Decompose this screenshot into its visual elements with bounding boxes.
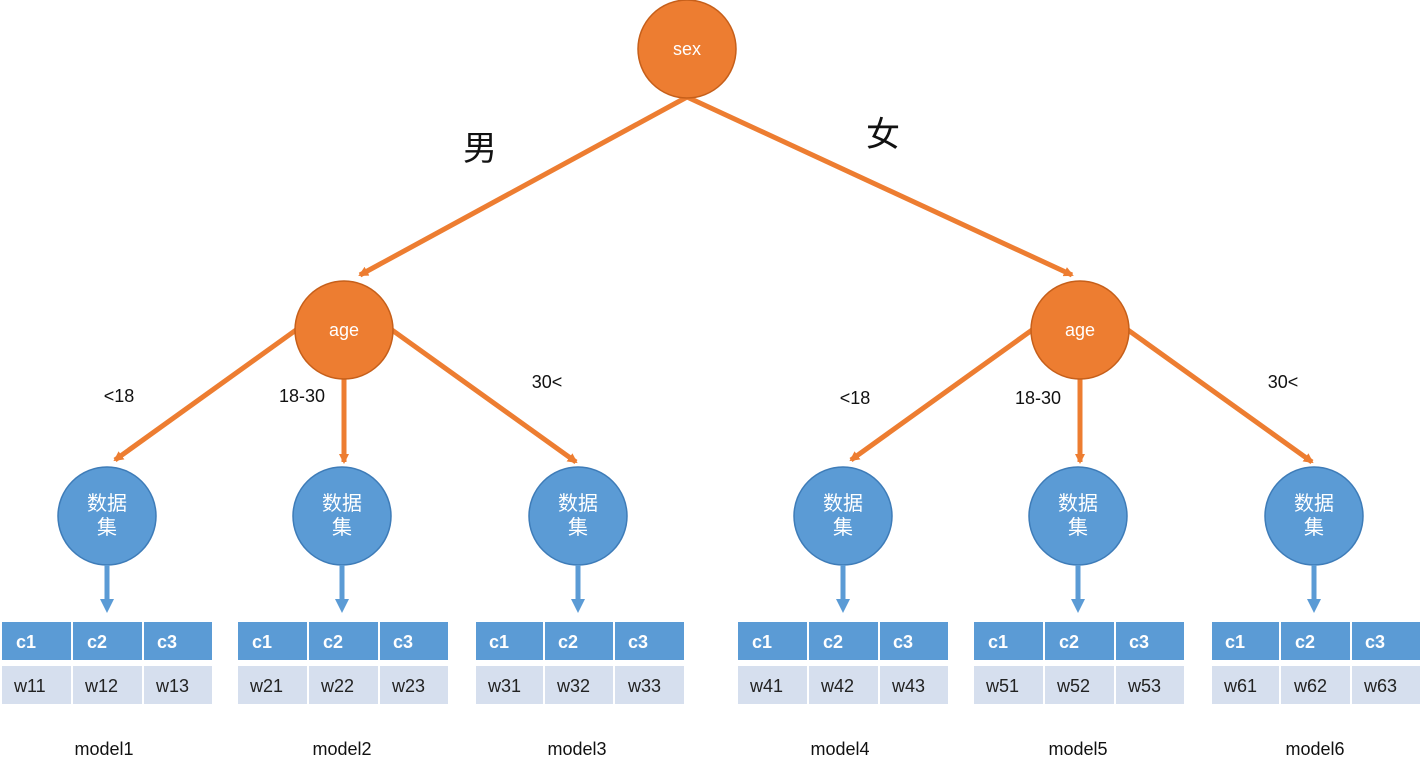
dataset-node-2: 数据 集 <box>292 466 392 566</box>
edge-root-to-age-left <box>358 94 689 278</box>
weights-table-2: c1 c2 c3 w21 w22 w23 <box>238 622 448 704</box>
dataset-4-label-line1: 数据 <box>823 491 863 515</box>
dataset-6-label-line1: 数据 <box>1294 491 1334 515</box>
table-6-header-c1: c1 <box>1225 632 1245 652</box>
table-3-cell-1: w31 <box>487 676 521 696</box>
dataset-2-label-line1: 数据 <box>322 491 362 515</box>
dataset-1-label-line2: 集 <box>97 515 117 539</box>
table-2-header-c3: c3 <box>393 632 413 652</box>
model-label-2: model2 <box>312 739 371 759</box>
dataset-3-label-line2: 集 <box>568 515 588 539</box>
table-2-cell-2: w22 <box>320 676 354 696</box>
root-node: sex <box>637 0 737 99</box>
root-edges <box>358 94 1074 278</box>
table-3-header-c2: c2 <box>558 632 578 652</box>
table-4-header-c3: c3 <box>893 632 913 652</box>
table-2-header-c2: c2 <box>323 632 343 652</box>
dataset-node-5: 数据 集 <box>1028 466 1128 566</box>
model-label-1: model1 <box>74 739 133 759</box>
table-3-cell-3: w33 <box>627 676 661 696</box>
table-6-header-c3: c3 <box>1365 632 1385 652</box>
table-1-cell-1: w11 <box>13 676 46 696</box>
table-6-cell-2: w62 <box>1293 676 1327 696</box>
dataset-1-label-line1: 数据 <box>87 491 127 515</box>
weights-table-5: c1 c2 c3 w51 w52 w53 <box>974 622 1184 704</box>
branch-right: <18 18-30 30< age 数据 集 c1 c2 c3 w41 w42 … <box>738 280 1420 759</box>
table-5-header-c1: c1 <box>988 632 1008 652</box>
weights-table-6: c1 c2 c3 w61 w62 w63 <box>1212 622 1420 704</box>
dataset-6-label-line2: 集 <box>1304 515 1324 539</box>
model-label-5: model5 <box>1048 739 1107 759</box>
table-2-header-c1: c1 <box>252 632 272 652</box>
edge-root-to-age-right <box>685 94 1074 278</box>
table-2-cell-3: w23 <box>391 676 425 696</box>
table-4-header-c1: c1 <box>752 632 772 652</box>
edge-label-left-gt30: 30< <box>532 372 563 392</box>
table-6-cell-1: w61 <box>1223 676 1257 696</box>
edge-label-right-gt30: 30< <box>1268 372 1299 392</box>
table-5-header-c3: c3 <box>1129 632 1149 652</box>
table-1-cell-2: w12 <box>84 676 118 696</box>
dataset-node-3: 数据 集 <box>528 466 628 566</box>
table-4-cell-2: w42 <box>820 676 854 696</box>
gender-label-right: 女 <box>866 115 900 155</box>
weights-table-3: c1 c2 c3 w31 w32 w33 <box>476 622 684 704</box>
table-4-cell-3: w43 <box>891 676 925 696</box>
model-label-6: model6 <box>1285 739 1344 759</box>
table-3-header-c3: c3 <box>628 632 648 652</box>
dataset-node-4: 数据 集 <box>793 466 893 566</box>
edge-label-right-18-30: 18-30 <box>1015 388 1061 408</box>
table-6-header-c2: c2 <box>1295 632 1315 652</box>
edge-label-left-lt18: <18 <box>104 386 135 406</box>
table-3-header-c1: c1 <box>489 632 509 652</box>
model-label-4: model4 <box>810 739 869 759</box>
dataset-5-label-line1: 数据 <box>1058 491 1098 515</box>
table-5-cell-1: w51 <box>985 676 1019 696</box>
dataset-2-label-line2: 集 <box>332 515 352 539</box>
edge-right-lt18 <box>849 327 1034 463</box>
edge-left-gt30 <box>390 327 578 465</box>
table-1-cell-3: w13 <box>155 676 189 696</box>
age-node-left: age <box>294 280 394 380</box>
age-node-right: age <box>1030 280 1130 380</box>
weights-table-1: c1 c2 c3 w11 w12 w13 <box>2 622 212 704</box>
root-node-label: sex <box>673 39 701 59</box>
dataset-3-label-line1: 数据 <box>558 491 598 515</box>
weights-table-4: c1 c2 c3 w41 w42 w43 <box>738 622 948 704</box>
dataset-node-6: 数据 集 <box>1264 466 1364 566</box>
table-1-header-c3: c3 <box>157 632 177 652</box>
gender-label-left: 男 <box>463 129 497 169</box>
branch-left: <18 18-30 30< age 数据 集 c1 c2 c3 w11 w12 … <box>2 280 684 759</box>
table-5-header-c2: c2 <box>1059 632 1079 652</box>
dataset-5-label-line2: 集 <box>1068 515 1088 539</box>
dataset-4-label-line2: 集 <box>833 515 853 539</box>
table-5-cell-2: w52 <box>1056 676 1090 696</box>
model-label-3: model3 <box>547 739 606 759</box>
table-5-cell-3: w53 <box>1127 676 1161 696</box>
edge-label-left-18-30: 18-30 <box>279 386 325 406</box>
table-4-cell-1: w41 <box>749 676 783 696</box>
table-3-cell-2: w32 <box>556 676 590 696</box>
table-4-header-c2: c2 <box>823 632 843 652</box>
edge-label-right-lt18: <18 <box>840 388 871 408</box>
dataset-node-1: 数据 集 <box>57 466 157 566</box>
table-6-cell-3: w63 <box>1363 676 1397 696</box>
age-node-left-label: age <box>329 320 359 340</box>
table-2-cell-1: w21 <box>249 676 283 696</box>
age-node-right-label: age <box>1065 320 1095 340</box>
table-1-header-c2: c2 <box>87 632 107 652</box>
edge-left-lt18 <box>113 327 298 463</box>
edge-right-gt30 <box>1126 327 1314 465</box>
table-1-header-c1: c1 <box>16 632 36 652</box>
